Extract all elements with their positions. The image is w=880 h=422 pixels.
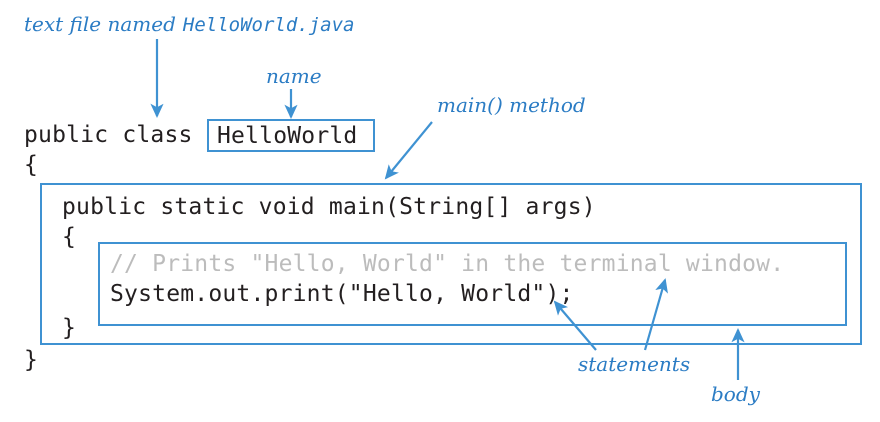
code-class-open-brace: {: [24, 152, 39, 178]
code-class-name: HelloWorld: [217, 123, 358, 149]
body-annotation: body: [711, 382, 760, 406]
code-class-close-brace: }: [24, 347, 39, 373]
class-name-annotation: name: [266, 64, 322, 88]
main-method-arrow: [384, 121, 433, 180]
code-print-statement: System.out.print("Hello, World");: [110, 281, 574, 307]
file-name-annotation: text file named HelloWorld.java: [24, 12, 354, 36]
method-body-box: [40, 183, 862, 345]
statements-box: [98, 242, 847, 326]
code-method-close-brace: }: [62, 315, 77, 341]
statements-annotation: statements: [578, 352, 691, 376]
class-name-box: [207, 119, 375, 152]
main-method-annotation: main() method: [437, 93, 586, 117]
file-name-annotation-filename: HelloWorld.java: [182, 14, 355, 36]
code-line-class-declaration: public class: [24, 122, 193, 148]
file-name-annotation-text: text file named: [24, 12, 176, 36]
code-method-open-brace: {: [62, 224, 77, 250]
code-line-main-signature: public static void main(String[] args): [62, 194, 596, 220]
code-comment-line: // Prints "Hello, World" in the terminal…: [110, 251, 785, 277]
